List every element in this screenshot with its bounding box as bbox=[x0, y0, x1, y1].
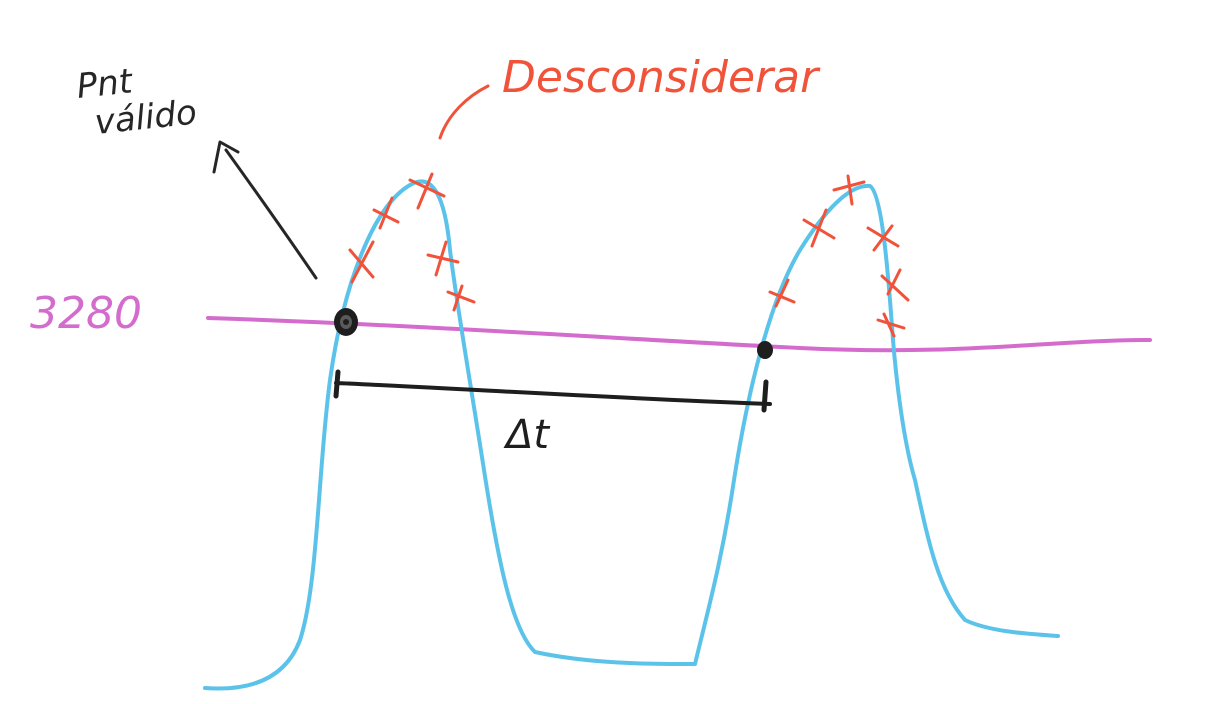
cross-mark-icon bbox=[348, 240, 375, 284]
delta-t-label: Δt bbox=[503, 412, 550, 458]
cross-mark-icon bbox=[446, 284, 476, 312]
valid-point-marker bbox=[334, 308, 358, 336]
signal-waveform bbox=[203, 179, 1060, 691]
valid-point-label-line-1: Pnt bbox=[75, 61, 136, 107]
cross-mark-icon bbox=[768, 278, 796, 308]
cross-mark-icon bbox=[802, 208, 836, 248]
cross-mark-icon bbox=[866, 224, 900, 252]
discard-marks-peak-1 bbox=[348, 172, 476, 312]
discard-marks-peak-2 bbox=[768, 174, 910, 338]
threshold-label: 3280 bbox=[30, 288, 142, 339]
cross-mark-icon bbox=[832, 174, 866, 206]
arrow-up-left-icon bbox=[212, 140, 318, 280]
discard-label: Desconsiderar bbox=[502, 52, 821, 103]
cross-mark-icon bbox=[876, 312, 906, 338]
cross-mark-icon bbox=[880, 268, 910, 302]
second-crossing-marker bbox=[757, 341, 773, 359]
discard-pointer-line bbox=[438, 84, 490, 140]
cross-mark-icon bbox=[426, 240, 460, 277]
cross-mark-icon bbox=[408, 172, 446, 210]
delta-t-measure bbox=[333, 369, 772, 413]
cross-mark-icon bbox=[372, 196, 400, 230]
